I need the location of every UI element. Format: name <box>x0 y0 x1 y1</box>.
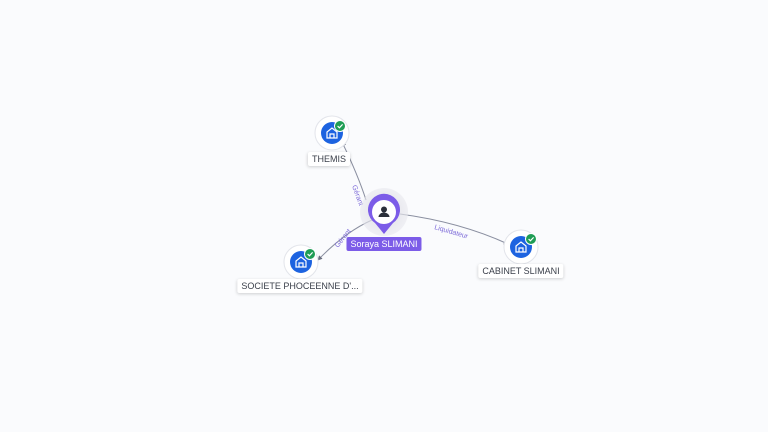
verified-check-icon <box>334 120 346 132</box>
company-label-cabinet[interactable]: CABINET SLIMANI <box>478 264 564 278</box>
company-node-themis[interactable] <box>314 115 350 151</box>
company-node-cabinet[interactable] <box>503 229 539 265</box>
company-label-themis[interactable]: THEMIS <box>307 152 351 166</box>
person-label[interactable]: Soraya SLIMANI <box>346 237 422 251</box>
person-icon <box>378 206 390 217</box>
person-node-soraya-slimani[interactable] <box>360 188 408 236</box>
edge-liquidateur-cabinet <box>399 213 509 245</box>
verified-check-icon <box>304 248 316 260</box>
company-node-phoceenne[interactable] <box>283 244 319 280</box>
edge-gerant-themis <box>341 141 367 201</box>
verified-check-icon <box>525 233 537 245</box>
edge-label-liquidateur-cabinet: Liquidateur <box>433 224 469 240</box>
company-label-phoceenne[interactable]: SOCIETE PHOCEENNE D'... <box>237 279 363 293</box>
